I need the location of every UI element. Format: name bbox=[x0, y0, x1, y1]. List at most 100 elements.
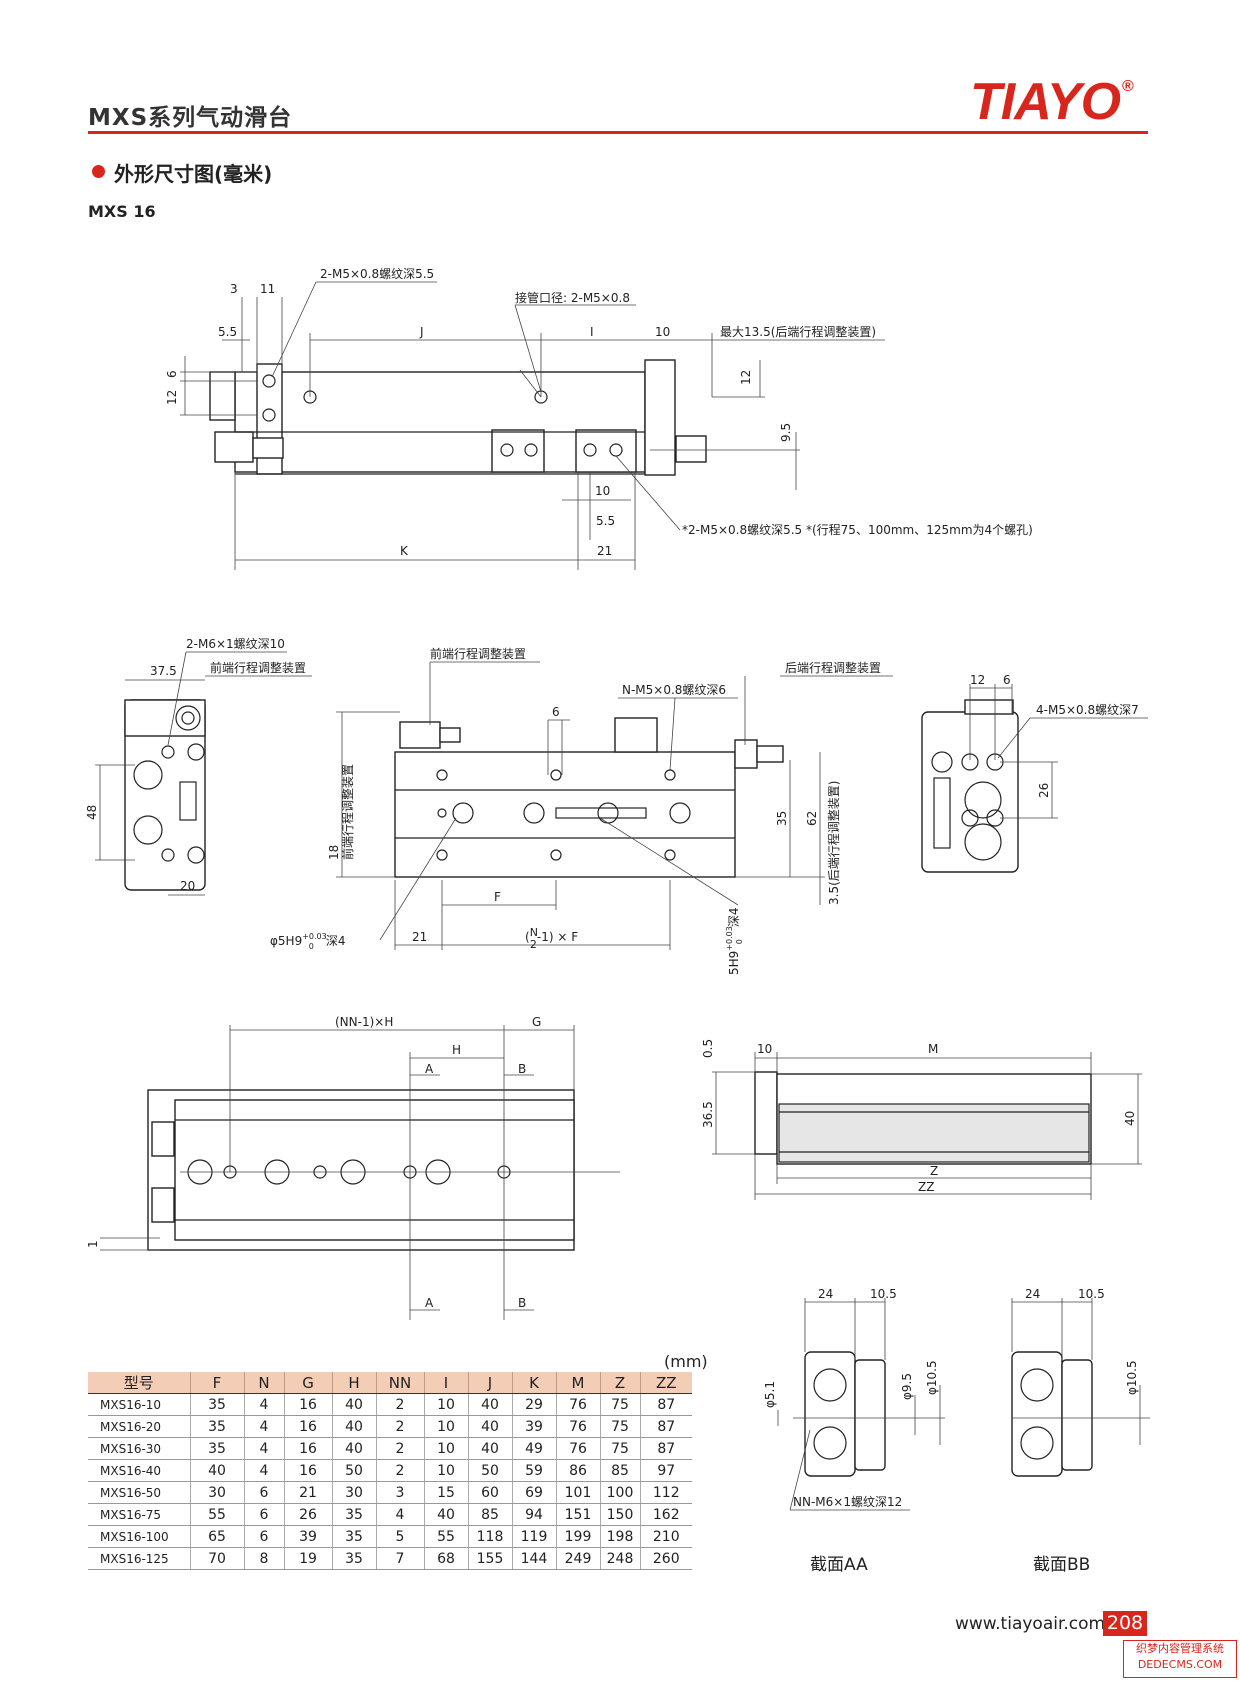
value-cell: 2 bbox=[376, 1437, 425, 1460]
hole-icon bbox=[523, 802, 545, 824]
value-cell: 10 bbox=[424, 1437, 469, 1460]
dim-label: 1 bbox=[86, 1240, 100, 1248]
value-cell: 10 bbox=[424, 1415, 469, 1438]
value-cell: 16 bbox=[284, 1415, 333, 1438]
dim-label: 40 bbox=[1123, 1111, 1137, 1126]
brand-name: TIAYO bbox=[970, 73, 1121, 131]
hole-icon bbox=[262, 374, 276, 388]
value-cell: 40 bbox=[468, 1437, 513, 1460]
dim-label: 62 bbox=[805, 811, 819, 826]
port-icon bbox=[931, 751, 953, 773]
bottom-view: (NN-1)×H G H A B A B 1 bbox=[86, 1015, 620, 1320]
bottom-nut bbox=[151, 1121, 175, 1157]
footer-url[interactable]: www.tiayoair.com bbox=[955, 1614, 1106, 1634]
value-cell: 2 bbox=[376, 1415, 425, 1438]
dim-label: 36.5 bbox=[701, 1101, 715, 1128]
value-cell: 40 bbox=[468, 1415, 513, 1438]
value-cell: 19 bbox=[284, 1547, 333, 1570]
table-units: (mm) bbox=[664, 1352, 708, 1371]
dim-label: 10 bbox=[655, 325, 670, 339]
end-view-left: 2-M6×1螺纹深10 前端行程调整装置 37.5 48 20 bbox=[85, 637, 312, 896]
left-thread-note: 2-M6×1螺纹深10 bbox=[186, 637, 285, 651]
plug-icon bbox=[933, 777, 951, 849]
section-bb: 24 10.5 φ10.5 截面BB bbox=[1011, 1287, 1150, 1575]
value-cell: 144 bbox=[512, 1547, 557, 1570]
hole-icon bbox=[187, 743, 205, 761]
front-body bbox=[394, 751, 736, 878]
value-cell: 85 bbox=[468, 1503, 513, 1526]
front-adjuster-screw bbox=[439, 727, 461, 743]
value-cell: 2 bbox=[376, 1459, 425, 1482]
dim-label: φ10.5 bbox=[925, 1360, 939, 1395]
value-cell: 59 bbox=[512, 1459, 557, 1482]
value-cell: 7 bbox=[376, 1547, 425, 1570]
end-view-right: 12 6 26 4-M5×0.8螺纹深7 bbox=[921, 673, 1148, 873]
value-cell: 6 bbox=[244, 1481, 285, 1504]
value-cell: 55 bbox=[190, 1503, 245, 1526]
hole-icon bbox=[161, 848, 175, 862]
value-cell: 4 bbox=[244, 1415, 285, 1438]
value-cell: 26 bbox=[284, 1503, 333, 1526]
value-cell: 97 bbox=[640, 1459, 692, 1482]
value-cell: 4 bbox=[376, 1503, 425, 1526]
col-header: N bbox=[244, 1372, 285, 1394]
value-cell: 30 bbox=[332, 1481, 377, 1504]
value-cell: 198 bbox=[600, 1525, 641, 1548]
value-cell: 35 bbox=[332, 1525, 377, 1548]
value-cell: 15 bbox=[424, 1481, 469, 1504]
section-aa-body bbox=[804, 1351, 856, 1477]
bore-icon bbox=[1020, 1426, 1054, 1460]
value-cell: 3 bbox=[376, 1481, 425, 1504]
section-bb-caption: 截面BB bbox=[1033, 1555, 1090, 1575]
col-header: F bbox=[190, 1372, 245, 1394]
rear-vertical-label: 3.5(后端行程调整装置) bbox=[826, 781, 841, 905]
value-cell: 70 bbox=[190, 1547, 245, 1570]
dim-label: 10 bbox=[757, 1042, 772, 1056]
value-cell: 87 bbox=[640, 1415, 692, 1438]
dim-label: φ9.5 bbox=[900, 1373, 914, 1400]
value-cell: 10 bbox=[424, 1459, 469, 1482]
value-cell: 29 bbox=[512, 1393, 557, 1416]
front-top-block bbox=[614, 717, 658, 753]
section-mark-b: B bbox=[518, 1062, 526, 1076]
section-bb-body bbox=[1011, 1351, 1063, 1477]
bottom-table bbox=[174, 1099, 575, 1241]
value-cell: 35 bbox=[190, 1437, 245, 1460]
section-mark-a: A bbox=[425, 1062, 434, 1076]
hole-icon bbox=[436, 849, 448, 861]
value-cell: 16 bbox=[284, 1437, 333, 1460]
value-cell: 50 bbox=[468, 1459, 513, 1482]
value-cell: 49 bbox=[512, 1437, 557, 1460]
side-thread-note: 4-M5×0.8螺纹深7 bbox=[1036, 703, 1139, 717]
value-cell: 10 bbox=[424, 1393, 469, 1416]
hole-icon bbox=[452, 802, 474, 824]
col-header: J bbox=[468, 1372, 513, 1394]
model-cell: MXS16-30 bbox=[88, 1437, 191, 1460]
section-aa-table bbox=[854, 1359, 886, 1471]
col-header: Z bbox=[600, 1372, 641, 1394]
end-top-block bbox=[124, 699, 206, 737]
section-aa-note: NN-M6×1螺纹深12 bbox=[793, 1495, 902, 1509]
port-icon bbox=[175, 705, 201, 731]
value-cell: 4 bbox=[244, 1437, 285, 1460]
value-cell: 40 bbox=[468, 1393, 513, 1416]
top-port-note: 接管口径: 2-M5×0.8 bbox=[515, 290, 630, 305]
side-view: 0.5 10 M 36.5 40 Z ZZ bbox=[701, 1039, 1142, 1200]
bottom-nut bbox=[151, 1187, 175, 1223]
hole-icon bbox=[161, 745, 175, 759]
top-right-plate bbox=[644, 359, 676, 476]
brand-logo: TIAYO® bbox=[970, 72, 1134, 132]
value-cell: 94 bbox=[512, 1503, 557, 1526]
rear-adjuster-label: 后端行程调整装置 bbox=[785, 660, 881, 675]
dim-label: 24 bbox=[1025, 1287, 1040, 1301]
hole-icon bbox=[133, 760, 163, 790]
hole-icon bbox=[961, 809, 979, 827]
value-cell: 75 bbox=[600, 1415, 641, 1438]
value-cell: 40 bbox=[424, 1503, 469, 1526]
watermark-line: 织梦内容管理系统 bbox=[1136, 1642, 1224, 1655]
dim-label: 6 bbox=[1003, 673, 1011, 687]
